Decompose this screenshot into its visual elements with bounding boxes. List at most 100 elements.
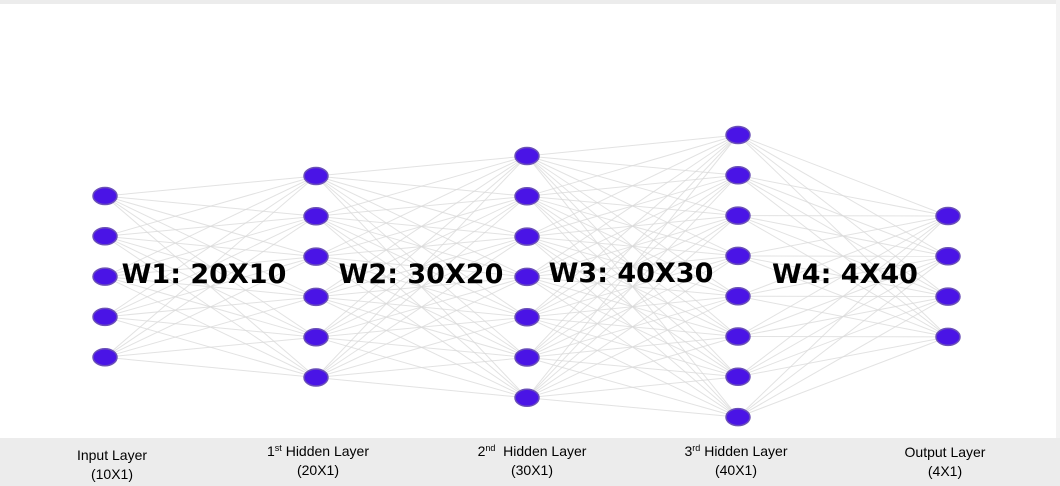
weight-label-w2: W2: 30X20 (339, 259, 504, 290)
connection-line (526, 134, 739, 318)
connection-line (737, 215, 949, 337)
connection-line (104, 356, 317, 378)
neuron-layer4-node3 (725, 206, 751, 225)
output-layer-name: Output Layer (904, 444, 986, 460)
neuron-layer2-node3 (303, 247, 329, 266)
neuron-layer4-node1 (725, 125, 751, 145)
connection-line (315, 155, 528, 177)
connection-line (315, 377, 528, 399)
hidden-layer-3-name: Hidden Layer (704, 443, 788, 459)
neuron-layer4-node7 (725, 367, 751, 387)
connection-line (737, 215, 949, 418)
right-border (1056, 0, 1060, 440)
hidden-layer-2-label: 2nd Hidden Layer (30X1) (472, 442, 592, 480)
hidden-layer-3-ordinal-suffix: rd (692, 443, 701, 453)
connection-line (526, 255, 739, 399)
connection-line (526, 134, 739, 238)
connection-line (737, 174, 949, 217)
connection-lines (104, 134, 949, 418)
neuron-layer5-node1 (935, 206, 961, 226)
output-layer-dims: (4X1) (927, 463, 963, 479)
hidden-layer-3-ordinal: 3 (684, 443, 693, 459)
connection-line (315, 155, 528, 217)
input-layer-label: Input Layer (10X1) (62, 446, 162, 484)
neuron-layer3-node5 (514, 307, 540, 327)
hidden-layer-1-ordinal-suffix: st (274, 443, 282, 453)
hidden-layer-1-label: 1st Hidden Layer (20X1) (258, 442, 378, 480)
neuron-layer1-node5 (92, 347, 118, 367)
hidden-layer-2-title: 2nd Hidden Layer (472, 442, 592, 461)
connection-line (315, 236, 528, 378)
neuron-layer4-node4 (725, 246, 751, 266)
output-layer-label: Output Layer (4X1) (890, 443, 1000, 481)
connection-line (737, 215, 949, 297)
connection-line (526, 397, 739, 418)
connection-line (315, 195, 528, 378)
connection-line (315, 155, 528, 338)
neuron-layer4-node2 (725, 166, 751, 185)
weight-label-w4: W4: 4X40 (772, 259, 918, 290)
neuron-layer2-node5 (303, 327, 329, 347)
neuron-layer3-node6 (514, 348, 540, 367)
neuron-layer3-node2 (514, 187, 540, 206)
connection-line (526, 174, 739, 399)
neuron-layer4-node5 (725, 286, 751, 306)
neuron-layer1-node2 (92, 227, 118, 246)
hidden-layer-1-name: Hidden Layer (285, 443, 369, 459)
hidden-layer-1-title: 1st Hidden Layer (258, 442, 378, 461)
hidden-layer-1-dims: (20X1) (296, 462, 340, 478)
neuron-layer4-node6 (725, 327, 751, 346)
neuron-layer3-node1 (514, 146, 540, 166)
top-border (0, 0, 1060, 4)
weight-label-w3: W3: 40X30 (549, 258, 714, 289)
hidden-layer-3-dims: (40X1) (714, 462, 758, 478)
connection-line (526, 336, 739, 399)
layer-label-band (0, 438, 1060, 486)
connection-line (104, 336, 317, 358)
neuron-layer2-node6 (303, 368, 329, 387)
neuron-layer5-node4 (935, 327, 961, 347)
connection-line (104, 175, 317, 318)
connection-line (104, 296, 317, 358)
neuron-layer2-node4 (303, 287, 329, 307)
neuron-layer5-node3 (935, 287, 961, 306)
input-layer-dims: (10X1) (90, 466, 134, 482)
neuron-layer2-node1 (303, 166, 329, 186)
connection-line (526, 134, 739, 399)
connection-line (104, 175, 317, 197)
neuron-layer4-node8 (725, 407, 751, 427)
connection-line (104, 175, 317, 278)
connection-line (104, 215, 317, 358)
neurons (92, 125, 961, 427)
neuron-layer1-node1 (92, 186, 118, 206)
connection-line (315, 155, 528, 378)
neuron-layer3-node3 (514, 227, 540, 246)
connection-line (315, 155, 528, 258)
hidden-layer-2-name: Hidden Layer (503, 443, 587, 459)
neuron-layer5-node2 (935, 247, 961, 266)
connection-line (737, 134, 949, 217)
network-graph: W1: 20X10 W2: 30X20 W3: 40X30 W4: 4X40 (92, 125, 961, 427)
neuron-layer1-node4 (92, 307, 118, 327)
connection-line (526, 215, 739, 399)
connection-line (737, 215, 949, 257)
connection-line (526, 134, 739, 197)
neuron-layer3-node7 (514, 388, 540, 408)
connection-line (104, 256, 317, 358)
connection-line (104, 175, 317, 237)
connection-line (737, 296, 949, 418)
neuron-layer2-node2 (303, 207, 329, 226)
connection-line (737, 336, 949, 418)
input-layer-name: Input Layer (76, 447, 148, 463)
weight-label-w1: W1: 20X10 (122, 259, 287, 290)
hidden-layer-2-ordinal: 2 (477, 443, 486, 459)
connection-line (104, 175, 317, 358)
hidden-layer-3-title: 3rd Hidden Layer (676, 442, 796, 461)
hidden-layer-2-ordinal-suffix: nd (485, 443, 496, 453)
hidden-layer-3-label: 3rd Hidden Layer (40X1) (676, 442, 796, 480)
connection-line (526, 134, 739, 157)
connection-line (315, 276, 528, 378)
connection-line (315, 357, 528, 378)
connection-line (315, 316, 528, 378)
